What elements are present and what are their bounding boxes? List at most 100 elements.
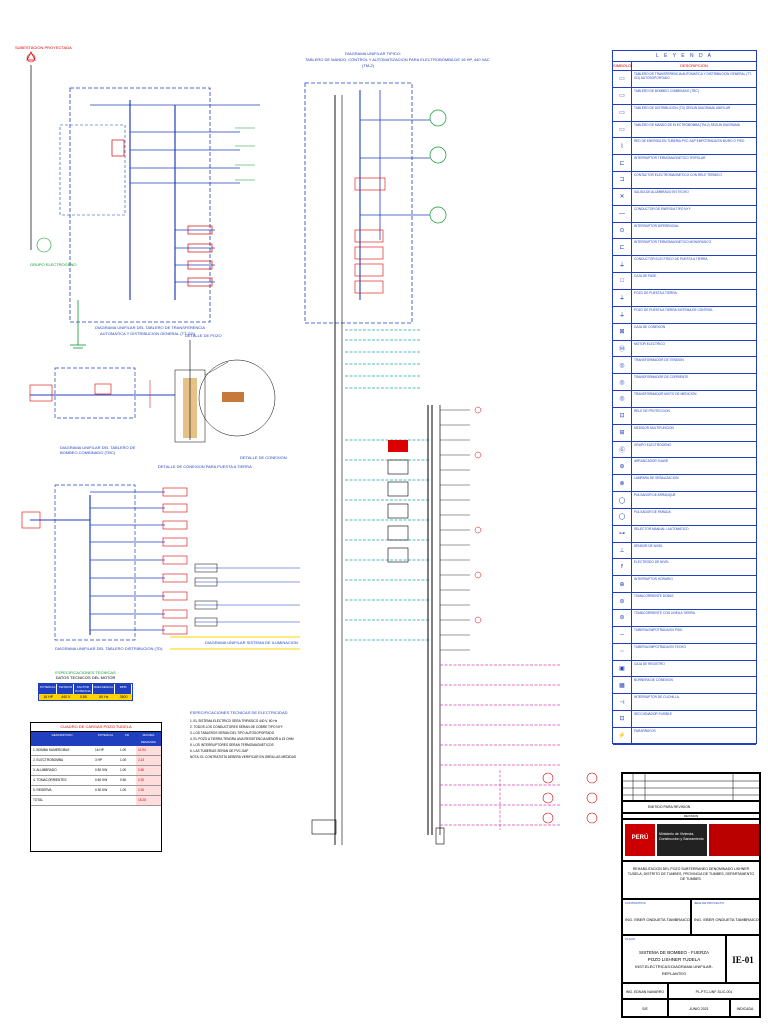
notes-title: ESPECIFICACIONES TECNICAS DE ELECTRICIDA…: [190, 710, 288, 715]
table-cell: 0.30: [136, 786, 161, 795]
table-cell: 0.50: [120, 778, 127, 782]
table-cell: 11.94: [136, 746, 161, 755]
legend-symbol-icon: ⊏: [613, 239, 632, 256]
note-line: 3. LOS TABLEROS SERAN DEL TIPO AUTOSOPOR…: [190, 731, 275, 735]
legend-item: ⊡SECCIONADOR FUSIBLE: [613, 711, 756, 728]
legend-symbol-icon: ⊐: [613, 172, 632, 188]
legend-description: POZO DE PUESTA A TIERRA SISTEMA DE CONTR…: [634, 307, 714, 312]
legend-symbol-icon: ⚡: [613, 727, 632, 744]
legend-symbol-icon: ⊣: [613, 694, 632, 711]
legend-item: ⊐CONTACTOR ELECTROMAGNETICO CON RELE TER…: [613, 172, 756, 189]
legend-symbol-icon: ⊶: [613, 525, 632, 542]
motor-spec-header: RPM: [115, 684, 132, 694]
table-cell: 0.50 KW: [95, 768, 108, 772]
legend-item: ⊗LAMPARA DE SEÑALIZACION: [613, 475, 756, 493]
legend-item: ─TUBERIA EMPOTRADA EN PISO: [613, 626, 756, 644]
legend-item: ▣CAJA DE REGISTRO: [613, 660, 756, 678]
legend-item: ⊞MEDIDOR MULTIFUNCION: [613, 424, 756, 442]
legend-description: RELE DE PROTECCION: [634, 408, 670, 413]
legend-description: CAJA DE REGISTRO: [634, 661, 665, 666]
legend-description: TOMACORRIENTE CON LINEA A TIERRA: [634, 611, 695, 615]
detail-2-label: DETALLE DE CONEXION: [240, 455, 287, 460]
legend-col-symbol: SIMBOLO: [613, 62, 632, 70]
legend-symbol-icon: ✕: [613, 188, 632, 205]
legend-symbol-icon: ▭: [613, 121, 632, 138]
revision-label: REVISION: [622, 813, 760, 819]
legend-symbol-icon: ◎: [613, 391, 632, 407]
title-block: EMITIDO PARA REVISION REVISION PERÚ Mini…: [621, 772, 761, 1018]
plano-line-3: INST.ELECTRICAS:DIAGRAMA UNIFILAR-REPLAN…: [635, 964, 713, 976]
legend-item: ⊜TOMACORRIENTE DOBLE: [613, 593, 756, 610]
legend-symbol-icon: ⊕: [613, 576, 632, 593]
legend-description: CONTACTOR ELECTROMAGNETICO CON RELE TERM…: [634, 173, 722, 178]
legend-item: ⏚POZO DE PUESTA A TIERRA: [613, 289, 756, 307]
note-line: 2. TODOS LOS CONDUCTORES SERAN DE COBRE …: [190, 725, 283, 729]
codigo-value: PL-PTC-UNF-SLIC-001: [668, 983, 760, 999]
legend-symbol-icon: ⊞: [613, 424, 632, 441]
legend-description: CONDUCTOR ELECTRICO DE PUESTA A TIERRA: [634, 257, 708, 262]
legend-item: ◯PULSADOR DE ARRANQUE: [613, 492, 756, 509]
note-line: 4. EL POZO A TIERRA TENDRA UNA RESISTENC…: [190, 737, 294, 741]
table-cell: [118, 796, 136, 805]
legend-description: CAJA DE PASE: [634, 274, 657, 279]
legend-description: LAMPARA DE SEÑALIZACION: [634, 476, 679, 481]
table-cell: [93, 796, 118, 805]
engineer-2: ING. EBER ONDUETA TAMBRAICO: [694, 917, 759, 922]
legend-item: ⏚POZO DE PUESTA A TIERRA SISTEMA DE CONT…: [613, 306, 756, 324]
table-cell: 4. TOMACORRIENTES: [33, 778, 67, 782]
legend-description: INTERRUPTOR HORARIO: [634, 577, 673, 582]
motor-specs: ESPECIFICACIONES TECNICAS DATOS TECNICOS…: [38, 670, 133, 701]
load-table-header-cell: POTENCIA: [97, 733, 114, 737]
motor-spec-value: 60 Hz: [92, 694, 116, 700]
legend-item: ⫯ELECTRODO DE NIVEL: [613, 559, 756, 577]
ttgg-caption-2: AUTOMATICA Y DISTRIBUCION GENERAL (TT-GG…: [100, 331, 196, 336]
legend-item: ▭TABLERO DE DISTRIBUCION (TD) SEGUN DIAG…: [613, 104, 756, 122]
legend-item: ✕SALIDA DE ALUMBRADO EN TECHO: [613, 188, 756, 206]
legend-symbol-icon: ⌇: [613, 138, 632, 155]
jefe-label: JEFE DE PROYECTO: [694, 901, 724, 905]
load-table: CUADRO DE CARGAS POZO TUDELA DESCRIPCION…: [30, 722, 162, 852]
escala-value: S/E: [622, 999, 668, 1017]
legend-item: ◎TRANSFORMADOR MIXTO DE MEDICION: [613, 391, 756, 408]
legend-symbol-icon: ⊡: [613, 711, 632, 727]
motor-spec-header: FRECUENCIA: [92, 684, 116, 694]
legend-description: TRANSFORMADOR DE CORRIENTE: [634, 375, 689, 380]
load-table-header-cell: FD: [125, 733, 129, 737]
legend-description: TUBERIA EMPOTRADA EN PISO: [634, 627, 683, 632]
motor-spec-value: 3500: [115, 694, 132, 700]
legend-symbol-icon: ◎: [613, 374, 632, 391]
legend-symbol-icon: ◎: [613, 357, 632, 374]
td-caption: DIAGRAMA UNIFILAR DEL TABLERO DISTRIBUCI…: [55, 646, 163, 651]
table-cell: 1.00: [120, 788, 127, 792]
legend-symbol-icon: ─: [613, 626, 632, 643]
motor-specs-subtitle: DATOS TECNICOS DEL MOTOR: [55, 675, 116, 680]
legend-symbol-icon: Ⓜ: [613, 340, 632, 357]
legend-symbol-icon: ⏚: [613, 306, 632, 323]
legend-symbol-icon: ◯: [613, 492, 632, 508]
legend: L E Y E N D A SIMBOLO DESCRIPCION ▭TABLE…: [612, 50, 757, 745]
legend-symbol-icon: —: [613, 205, 632, 222]
diagram-title-code: (TM-2): [362, 63, 374, 68]
legend-description: GRUPO ELECTROGENO: [634, 442, 672, 447]
revision-grid: [622, 773, 760, 801]
legend-description: INTERRUPTOR TERMOMAGNETICO TRIPOLAR: [634, 156, 706, 161]
legend-item: ▭TABLERO DE MANDO DE ELECTROBOMBA (TM-2)…: [613, 121, 756, 139]
legend-description: POZO DE PUESTA A TIERRA: [634, 290, 677, 295]
legend-description: TABLERO DE DISTRIBUCION (TD) SEGUN DIAGR…: [634, 105, 731, 110]
table-cell: 1.00: [120, 758, 127, 762]
note-line: 5. LOS INTERRUPTORES SERAN TERMOMAGNETIC…: [190, 743, 274, 747]
legend-col-description: DESCRIPCION: [680, 63, 708, 68]
revision-row: EMITIDO PARA REVISION: [622, 801, 760, 813]
legend-description: TABLERO DE MANDO DE ELECTROBOMBA (TM-2) …: [634, 122, 740, 127]
notes: ESPECIFICACIONES TECNICAS DE ELECTRICIDA…: [190, 710, 300, 760]
legend-description: PULSADOR DE ARRANQUE: [634, 493, 676, 498]
load-table-header-cell: MAXIMA DEMANDA: [140, 733, 156, 744]
legend-description: CONDUCTOR DE ENERGIA TIPO NYY: [634, 206, 691, 211]
plano-line-1: SISTEMA DE BOMBEO - FUERZA: [638, 950, 709, 955]
legend-item: ⊡RELE DE PROTECCION: [613, 407, 756, 425]
motor-spec-header: FACTOR POTENCIA: [74, 684, 93, 694]
